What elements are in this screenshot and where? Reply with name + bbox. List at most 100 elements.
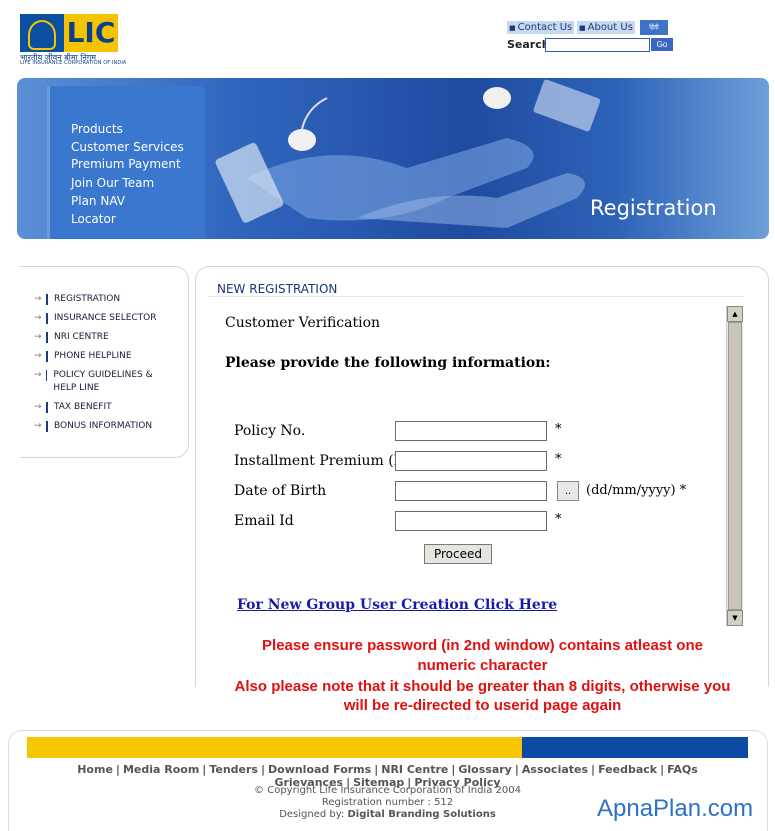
warning-line-3: Also please note that it should be great… — [234, 678, 731, 695]
sidebar-bar — [46, 313, 48, 324]
sidebar-item-label: PHONE HELPLINE — [54, 351, 132, 361]
sidebar-item-insurance-selector[interactable]: → INSURANCE SELECTOR — [34, 312, 157, 325]
lic-logo[interactable]: LIC भारतीय जीवन बीमा निगम LIFE INSURANCE… — [20, 14, 126, 66]
about-us-link[interactable]: ■About Us — [577, 21, 635, 34]
lamp-emblem-icon — [28, 20, 56, 50]
date-of-birth-input[interactable] — [395, 481, 547, 501]
sidebar-bar — [46, 421, 48, 432]
arrow-icon: → — [34, 402, 42, 412]
footer-link-feedback[interactable]: Feedback — [598, 763, 658, 776]
sidebar-item-tax-benefit[interactable]: → TAX BENEFIT — [34, 401, 112, 414]
warning-line-1: Please ensure password (in 2nd window) c… — [262, 637, 703, 654]
sidebar-bar — [46, 402, 48, 413]
contact-us-label: Contact Us — [517, 22, 573, 33]
separator: | — [407, 776, 412, 789]
footer-link-media-room[interactable]: Media Room — [122, 763, 200, 776]
designer-link[interactable]: Digital Branding Solutions — [347, 809, 496, 820]
registration-form-frame — [208, 296, 744, 629]
policy-no-input[interactable] — [395, 421, 547, 441]
sidebar-item-policy-guidelines[interactable]: →POLICY GUIDELINES & HELP LINE — [34, 369, 154, 395]
about-us-label: About Us — [587, 22, 633, 33]
banner-menu-plan-nav[interactable]: Plan NAV — [71, 194, 125, 208]
banner-menu-premium-payment[interactable]: Premium Payment — [71, 157, 181, 171]
banner-menu-join-our-team[interactable]: Join Our Team — [71, 176, 155, 190]
policy-no-label: Policy No. — [234, 423, 306, 439]
contact-us-link[interactable]: ■Contact Us — [507, 21, 575, 34]
footer-link-privacy-policy[interactable]: Privacy Policy — [414, 776, 501, 789]
footer-link-download-forms[interactable]: Download Forms — [268, 763, 372, 776]
separator: | — [660, 763, 665, 776]
arrow-icon: → — [34, 351, 42, 361]
instruction-text: Please provide the following information… — [225, 355, 551, 371]
arrow-icon: → — [34, 313, 42, 323]
go-button[interactable]: Go — [651, 38, 673, 51]
scroll-thumb[interactable] — [728, 322, 742, 610]
banner: Products Customer Services Premium Payme… — [17, 78, 769, 239]
separator: | — [591, 763, 596, 776]
footer-link-tenders[interactable]: Tenders — [209, 763, 258, 776]
required-mark: * — [555, 452, 562, 467]
separator: | — [346, 776, 351, 789]
hindi-language-button[interactable]: हिंदी — [640, 20, 668, 35]
sidebar-bar — [46, 351, 48, 362]
footer-links-row-2: Grievances|Sitemap|Privacy Policy — [0, 771, 775, 790]
sidebar-item-registration[interactable]: → REGISTRATION — [34, 293, 120, 306]
required-mark: * — [555, 512, 562, 527]
sidebar-item-phone-helpline[interactable]: → PHONE HELPLINE — [34, 350, 132, 363]
scroll-down-icon[interactable]: ▼ — [727, 610, 743, 626]
separator: | — [451, 763, 456, 776]
proceed-button[interactable]: Proceed — [424, 544, 492, 564]
banner-title: Registration — [590, 196, 717, 220]
customer-verification-heading: Customer Verification — [225, 315, 381, 331]
sidebar-item-nri-centre[interactable]: →NRI CENTRE — [34, 331, 109, 344]
search-input[interactable] — [545, 38, 650, 52]
sidebar-item-label: REGISTRATION — [54, 294, 121, 304]
logo-emblem-box — [20, 14, 64, 52]
separator: | — [115, 763, 120, 776]
banner-menu-products[interactable]: Products — [71, 122, 123, 136]
new-group-user-link[interactable]: For New Group User Creation Click Here — [237, 597, 558, 613]
footer-link-nri-centre[interactable]: NRI Centre — [381, 763, 449, 776]
warning-line-2: numeric character — [417, 657, 548, 674]
sidebar-item-label: BONUS INFORMATION — [54, 421, 153, 431]
footer-links-row-1: Home|Media Room|Tenders|Download Forms|N… — [0, 758, 775, 777]
banner-menu-customer-services[interactable]: Customer Services — [71, 140, 184, 154]
form-scrollbar[interactable]: ▲ ▼ — [726, 306, 743, 626]
logo-subtitle-hindi: भारतीय जीवन बीमा निगम — [20, 53, 97, 62]
scroll-up-icon[interactable]: ▲ — [727, 306, 743, 322]
left-sidebar: → REGISTRATION → INSURANCE SELECTOR →NRI C… — [20, 266, 189, 458]
sidebar-item-bonus-information[interactable]: → BONUS INFORMATION — [34, 420, 152, 433]
sidebar-item-label: POLICY GUIDELINES & HELP LINE — [53, 370, 153, 393]
sidebar-bar — [45, 370, 48, 381]
hands-keyboard-illustration — [215, 79, 601, 228]
calendar-picker-button[interactable]: .. — [557, 481, 579, 501]
separator: | — [374, 763, 379, 776]
footer-link-glossary[interactable]: Glossary — [458, 763, 512, 776]
date-of-birth-label: Date of Birth — [234, 483, 327, 499]
footer-link-associates[interactable]: Associates — [521, 763, 589, 776]
arrow-icon: → — [34, 332, 42, 342]
footer-link-home[interactable]: Home — [77, 763, 113, 776]
email-id-input[interactable] — [395, 511, 547, 531]
page-title: NEW REGISTRATION — [217, 282, 338, 296]
installment-premium-input[interactable] — [395, 451, 547, 471]
banner-menu: Products Customer Services Premium Payme… — [47, 86, 205, 239]
installment-premium-label: Installment Premium (Rs.) — [234, 453, 422, 469]
arrow-icon: → — [34, 294, 42, 304]
sidebar-bar — [46, 332, 48, 343]
separator: | — [514, 763, 519, 776]
arrow-icon: → — [34, 421, 42, 431]
designed-by: Designed by: Digital Branding Solutions — [0, 809, 775, 820]
separator: | — [202, 763, 207, 776]
footer-link-faqs[interactable]: FAQs — [667, 763, 698, 776]
sidebar-item-label: INSURANCE SELECTOR — [54, 313, 157, 323]
footer-link-sitemap[interactable]: Sitemap — [353, 776, 405, 789]
email-id-label: Email Id — [234, 513, 294, 529]
sidebar-item-label: TAX BENEFIT — [54, 402, 112, 412]
designed-by-prefix: Designed by: — [279, 809, 345, 820]
footer-link-grievances[interactable]: Grievances — [274, 776, 344, 789]
footer-blue-strip — [522, 737, 748, 758]
separator: | — [260, 763, 265, 776]
banner-menu-locator[interactable]: Locator — [71, 212, 116, 226]
search-label: Search — [507, 38, 550, 51]
